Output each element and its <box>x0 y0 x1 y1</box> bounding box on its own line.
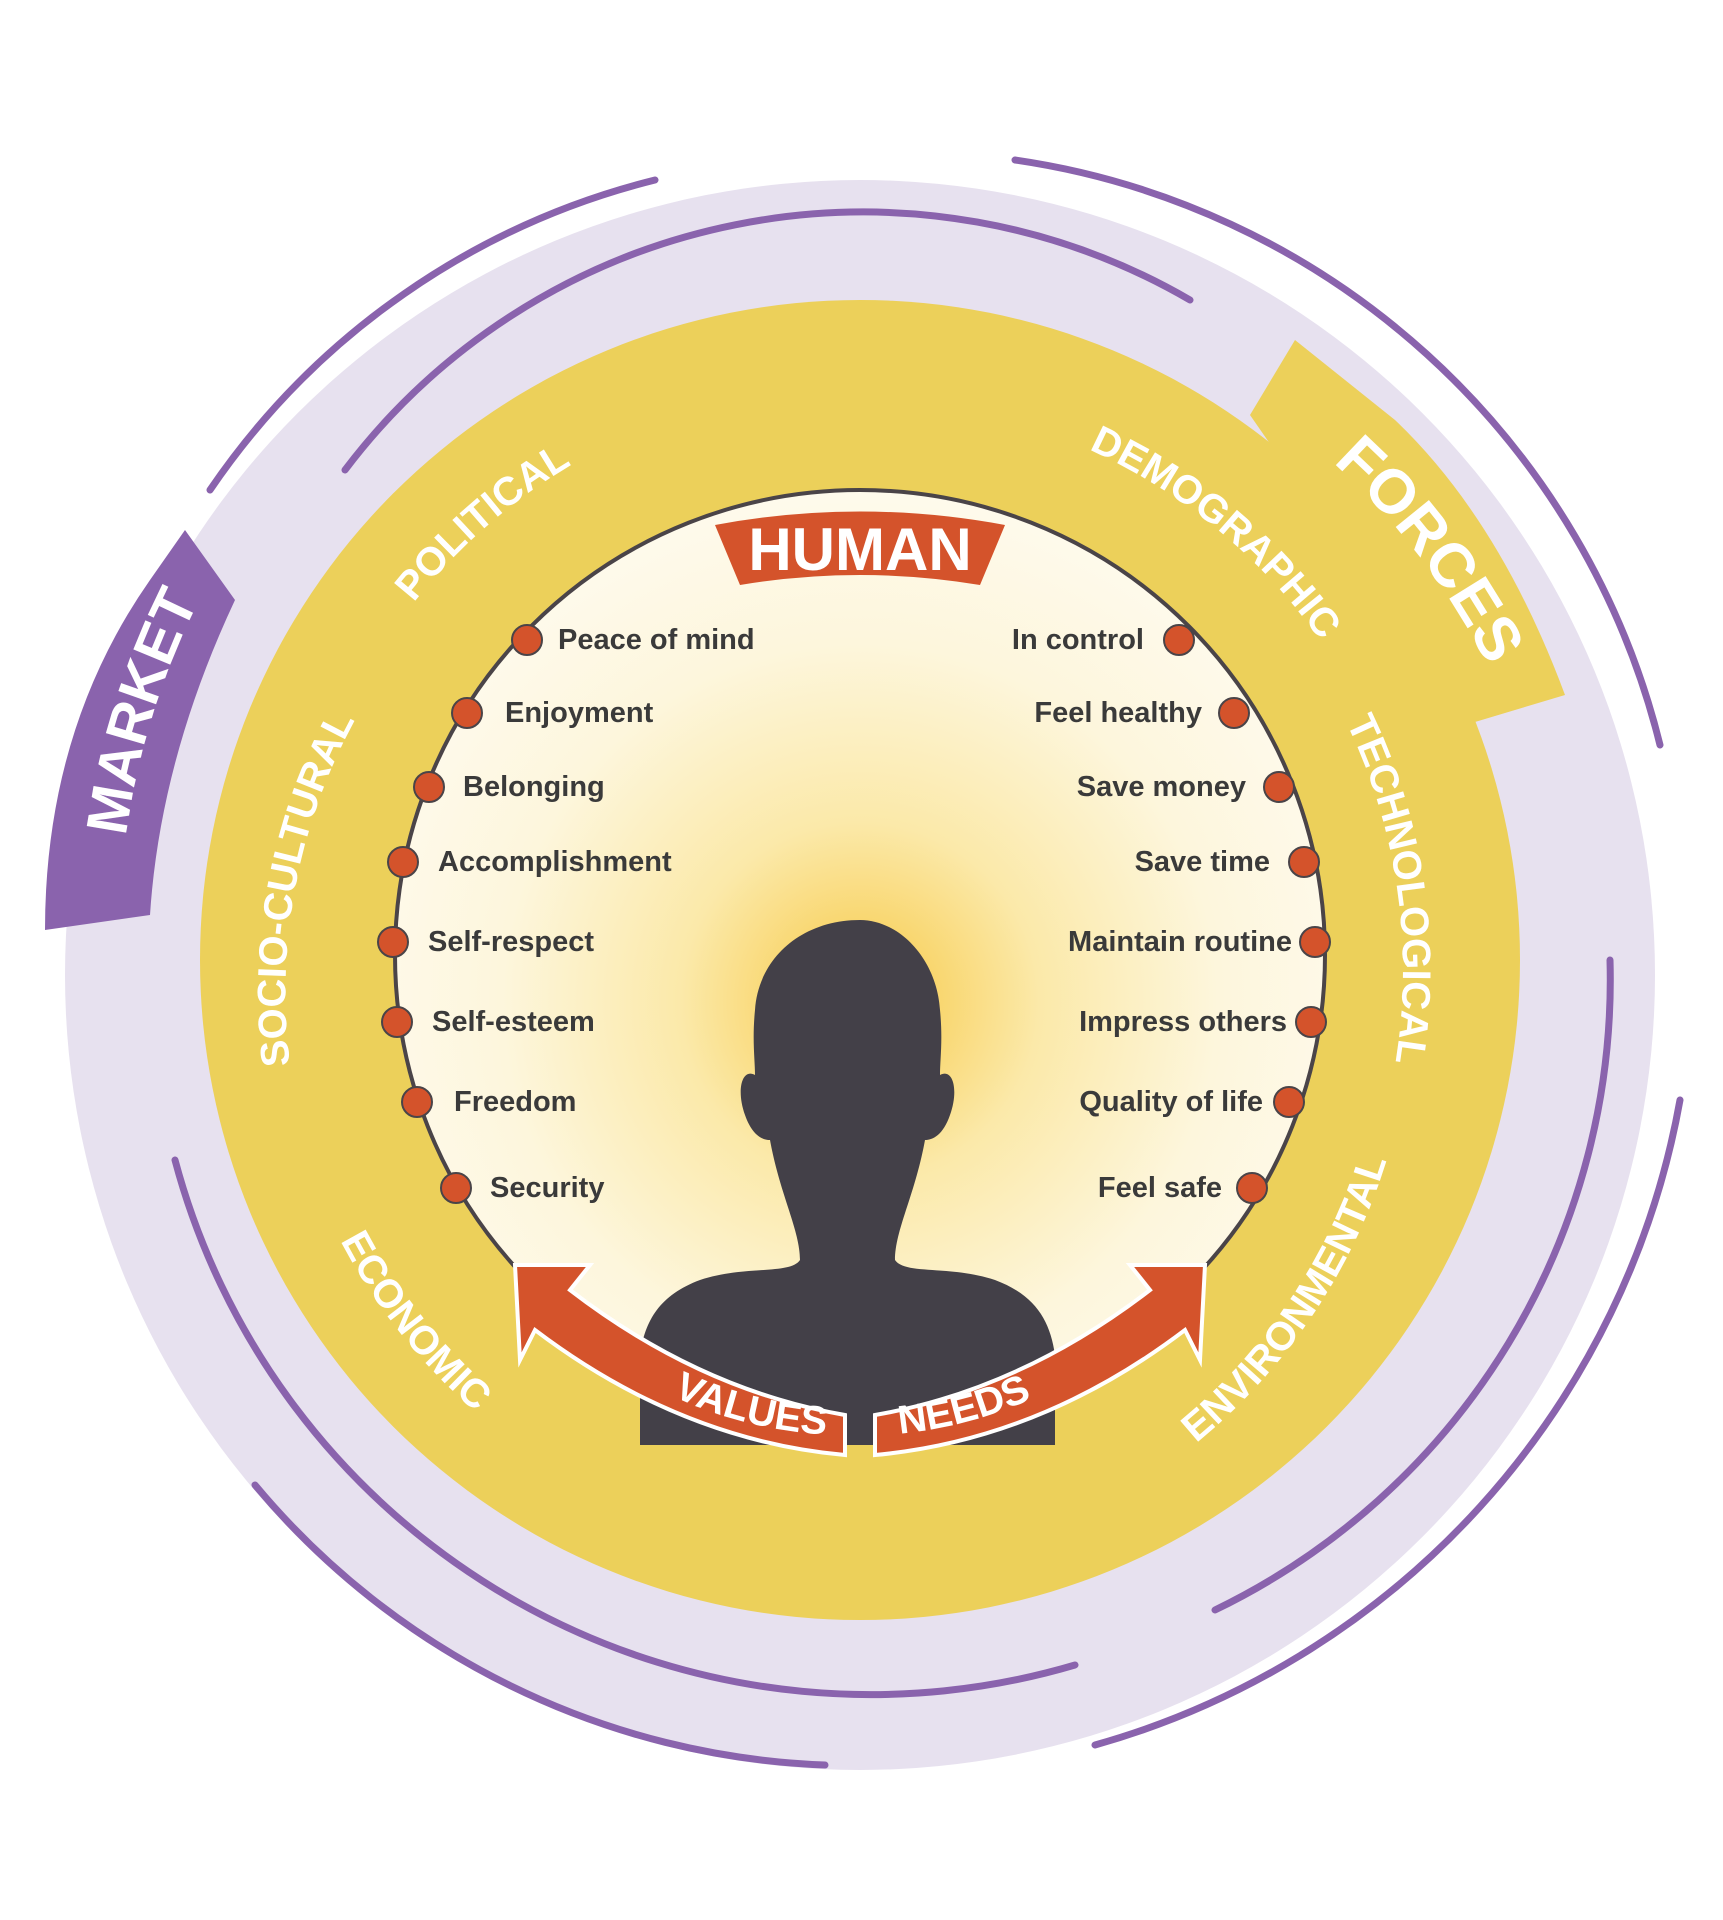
list-item: In control <box>1012 624 1195 656</box>
values-arrow <box>512 1263 847 1458</box>
human-label: HUMAN <box>748 516 971 583</box>
list-item: Freedom <box>401 1086 576 1118</box>
rays-bottom <box>687 1367 1133 1893</box>
value-item-label: Accomplishment <box>438 846 672 878</box>
values-list: Peace of mind Enjoyment Belonging Accomp… <box>377 624 755 1204</box>
value-item-label: Security <box>490 1172 604 1204</box>
bullet-dot <box>401 1086 433 1118</box>
list-item: Accomplishment <box>387 846 672 878</box>
need-item-label: Impress others <box>1079 1006 1287 1038</box>
bullet-dot <box>1288 846 1320 878</box>
bullet-dot <box>1218 697 1250 729</box>
person-silhouette <box>640 920 1055 1445</box>
list-item: Self-respect <box>377 926 594 958</box>
list-item: Save money <box>1077 771 1295 803</box>
bullet-dot <box>1163 624 1195 656</box>
bullet-dot <box>451 697 483 729</box>
list-item: Self-esteem <box>381 1006 595 1038</box>
need-item-label: Maintain routine <box>1068 926 1292 958</box>
bullet-dot <box>413 771 445 803</box>
bullet-dot <box>381 1006 413 1038</box>
market-arrow <box>45 530 235 930</box>
value-item-label: Enjoyment <box>505 697 654 729</box>
list-item: Maintain routine <box>1068 926 1331 958</box>
bullet-dot <box>440 1172 472 1204</box>
human-banner <box>715 511 1005 585</box>
needs-arrow <box>873 1263 1208 1458</box>
bullet-dot <box>387 846 419 878</box>
bullet-dot <box>1299 926 1331 958</box>
need-item-label: Save money <box>1077 771 1246 803</box>
list-item: Feel healthy <box>1034 697 1250 729</box>
need-item-label: Quality of life <box>1079 1086 1263 1118</box>
forces-arrow <box>1250 340 1565 725</box>
bullet-dot <box>1273 1086 1305 1118</box>
list-item: Belonging <box>413 771 605 803</box>
value-item-label: Self-esteem <box>432 1006 595 1038</box>
list-item: Save time <box>1135 846 1320 878</box>
need-item-label: In control <box>1012 624 1144 656</box>
value-item-label: Peace of mind <box>558 624 755 656</box>
bullet-dot <box>377 926 409 958</box>
bullet-dot <box>1236 1172 1268 1204</box>
bullet-dot <box>1295 1006 1327 1038</box>
need-item-label: Save time <box>1135 846 1270 878</box>
list-item: Impress others <box>1079 1006 1327 1038</box>
list-item: Enjoyment <box>451 697 654 729</box>
bullet-dot <box>1263 771 1295 803</box>
needs-list: In control Feel healthy Save money Save … <box>1012 624 1331 1204</box>
list-item: Feel safe <box>1098 1172 1268 1204</box>
list-item: Peace of mind <box>511 624 755 656</box>
need-item-label: Feel safe <box>1098 1172 1222 1204</box>
list-item: Quality of life <box>1079 1086 1305 1118</box>
value-item-label: Freedom <box>454 1086 576 1118</box>
value-item-label: Self-respect <box>428 926 594 958</box>
bullet-dot <box>511 624 543 656</box>
need-item-label: Feel healthy <box>1034 697 1202 729</box>
value-item-label: Belonging <box>463 771 605 803</box>
list-item: Security <box>440 1172 604 1204</box>
